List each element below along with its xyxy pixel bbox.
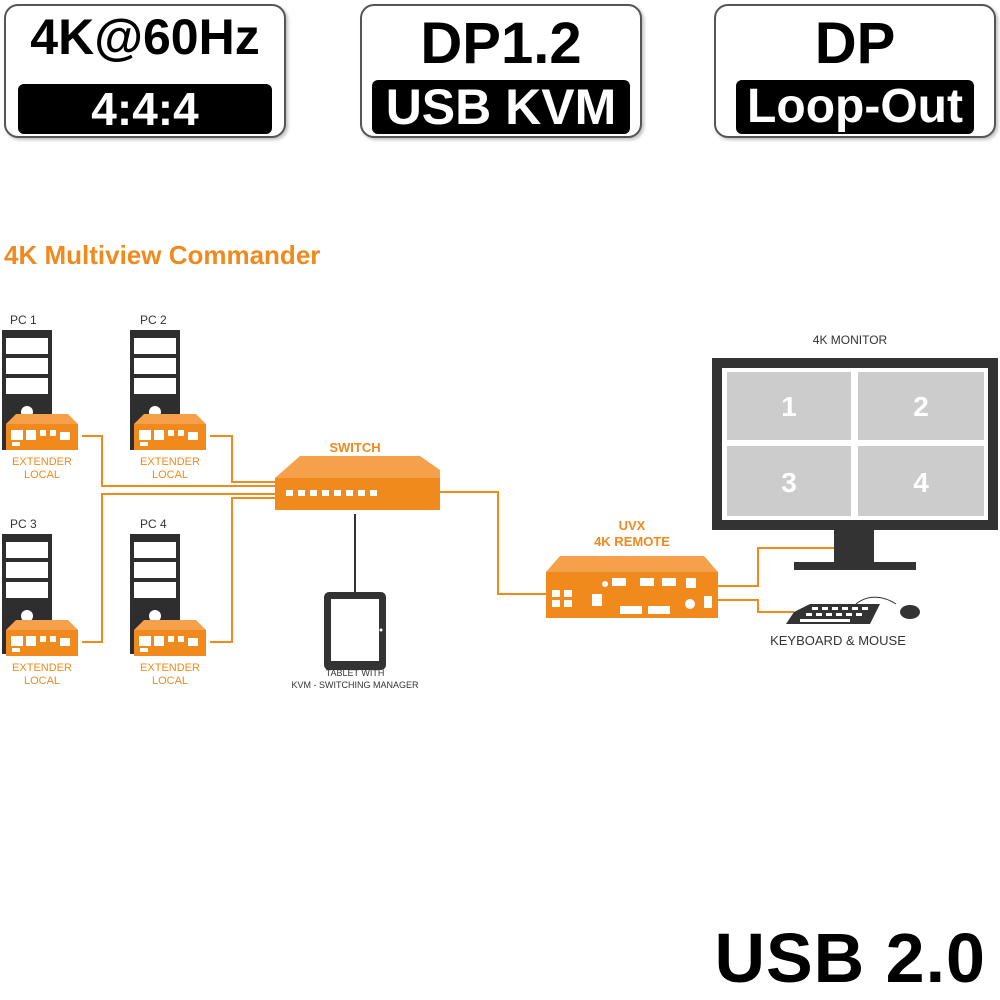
pc-1-extender-label: EXTENDER bbox=[12, 456, 72, 468]
pc-3-extender-label: EXTENDER bbox=[12, 662, 72, 674]
pc-3-label: PC 3 bbox=[10, 517, 37, 531]
pc-2-extender bbox=[134, 414, 206, 450]
pc-4-extender-label: EXTENDER bbox=[140, 662, 200, 674]
uvx-remote: UVX 4K REMOTE bbox=[546, 518, 718, 618]
monitor-pane-2-label: 2 bbox=[913, 391, 929, 422]
pc-3-extender-sublabel: LOCAL bbox=[24, 675, 60, 687]
badge-loop-out-top: DP bbox=[814, 11, 896, 76]
badge-kvm: DP1.2 USB KVM bbox=[360, 4, 642, 138]
monitor-label: 4K MONITOR bbox=[813, 333, 888, 347]
pc-4-label: PC 4 bbox=[140, 517, 167, 531]
pc-1-extender bbox=[6, 414, 78, 450]
badge-loop-out-bottom: Loop-Out bbox=[736, 80, 974, 134]
monitor-pane-3-label: 3 bbox=[781, 467, 797, 498]
monitor-pane-2 bbox=[858, 372, 984, 440]
network-switch: SWITCH bbox=[275, 440, 440, 510]
monitor-pane-3 bbox=[727, 446, 851, 516]
keyboard-mouse-label: KEYBOARD & MOUSE bbox=[770, 633, 906, 648]
badge-resolution-bottom: 4:4:4 bbox=[18, 84, 272, 134]
pc-2-label: PC 2 bbox=[140, 313, 167, 327]
pc-4: PC 4 EXTENDER LOCAL bbox=[130, 517, 206, 687]
tablet-sublabel: KVM - SWITCHING MANAGER bbox=[291, 680, 419, 690]
monitor-pane-4-label: 4 bbox=[913, 467, 929, 498]
usb-version-label: USB 2.0 bbox=[714, 919, 986, 997]
pc-2: PC 2 EXTENDER LOCAL bbox=[130, 313, 206, 481]
cable-sheaths bbox=[104, 477, 275, 491]
badge-loop-out: DP Loop-Out bbox=[714, 4, 996, 138]
pc-1: PC 1 EXTENDER LOCAL bbox=[2, 313, 78, 481]
monitor-pane-1 bbox=[727, 372, 851, 440]
monitor-pane-4 bbox=[858, 446, 984, 516]
switch-label: SWITCH bbox=[329, 440, 380, 455]
remote-label: UVX bbox=[619, 518, 646, 533]
pc-1-label: PC 1 bbox=[10, 313, 37, 327]
pc-2-extender-sublabel: LOCAL bbox=[152, 469, 188, 481]
monitor-pane-1-label: 1 bbox=[781, 391, 797, 422]
pc-4-extender-sublabel: LOCAL bbox=[152, 675, 188, 687]
diagram-title: 4K Multiview Commander bbox=[4, 240, 320, 270]
badge-resolution-top: 4K@60Hz bbox=[30, 9, 260, 65]
badge-kvm-top: DP1.2 bbox=[420, 11, 582, 76]
pc-3-extender bbox=[6, 620, 78, 656]
pc-4-extender bbox=[134, 620, 206, 656]
pc-1-extender-sublabel: LOCAL bbox=[24, 469, 60, 481]
badge-kvm-bottom: USB KVM bbox=[372, 80, 630, 134]
pc-2-extender-label: EXTENDER bbox=[140, 456, 200, 468]
badge-resolution: 4K@60Hz 4:4:4 bbox=[4, 4, 286, 138]
monitor: 4K MONITOR 1 2 3 4 bbox=[712, 333, 998, 570]
remote-sublabel: 4K REMOTE bbox=[594, 534, 670, 549]
keyboard-and-mouse: KEYBOARD & MOUSE bbox=[770, 596, 920, 648]
tablet: TABLET WITH KVM - SWITCHING MANAGER bbox=[291, 592, 419, 690]
cables bbox=[82, 435, 834, 643]
tablet-label: TABLET WITH bbox=[326, 668, 385, 678]
pc-3: PC 3 EXTENDER LOCAL bbox=[2, 517, 78, 687]
